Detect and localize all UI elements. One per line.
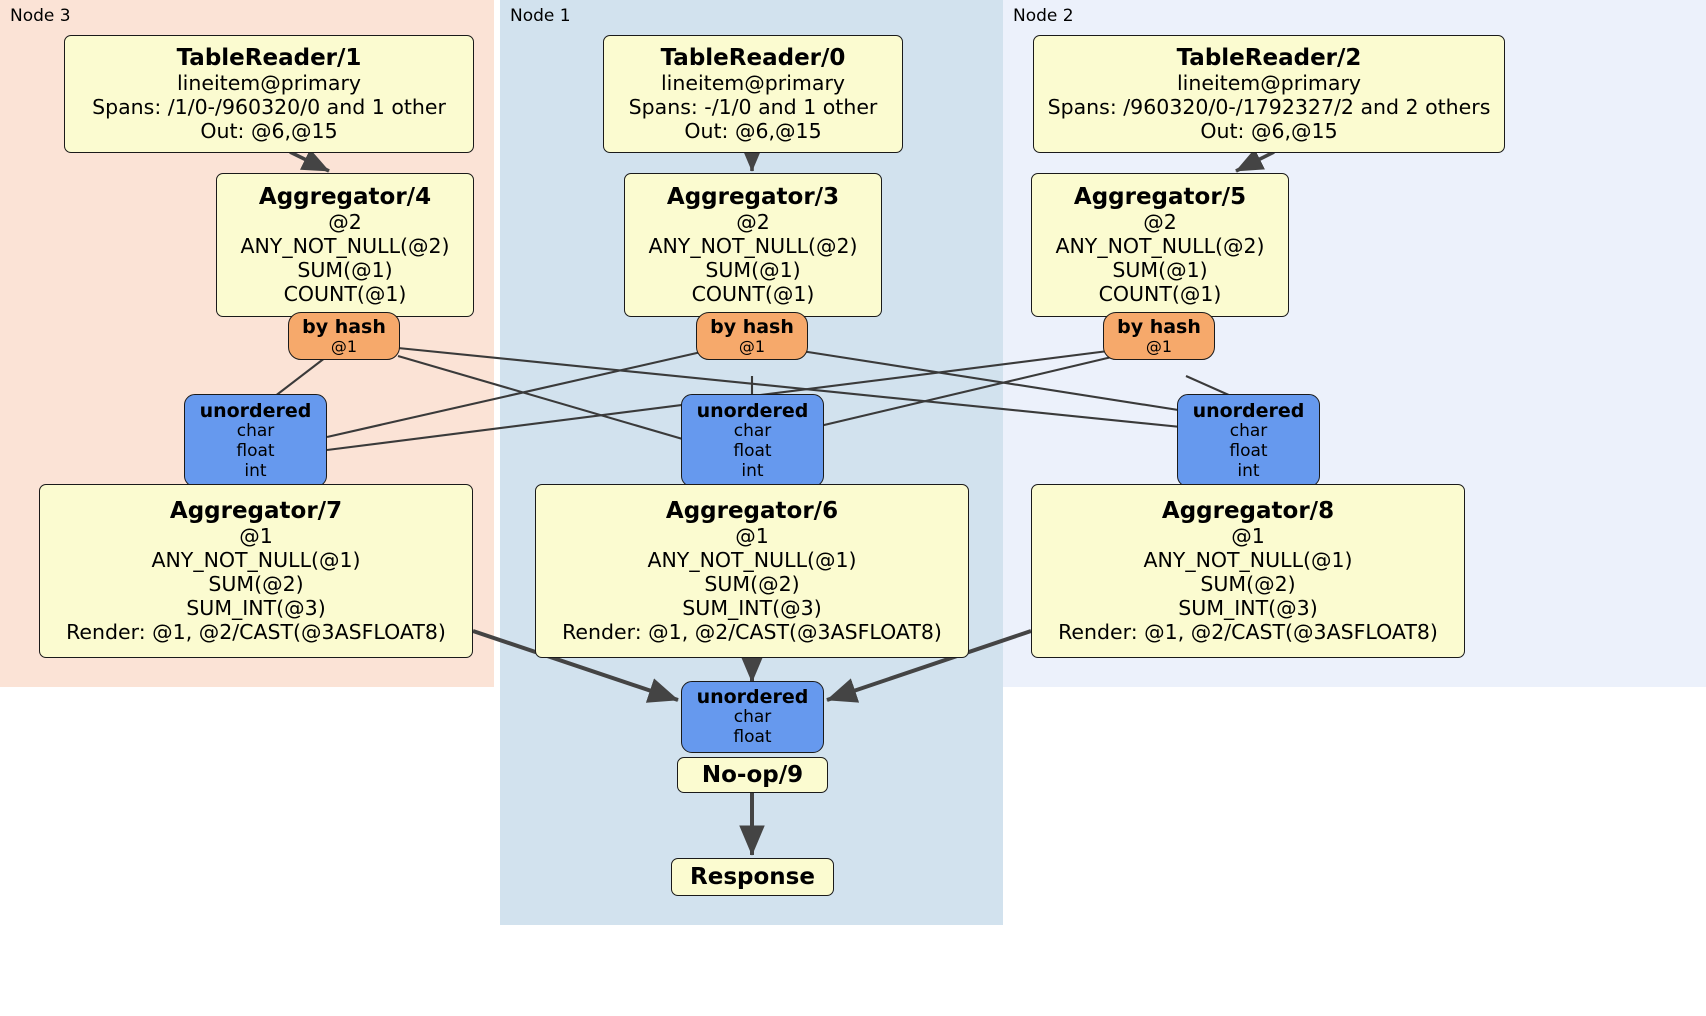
panel-node-3-label: Node 3 — [10, 6, 71, 26]
node-title: by hash — [710, 315, 794, 338]
sync-unordered-node-2[interactable]: unordered char float int — [1177, 394, 1320, 487]
processor-tablereader-2[interactable]: TableReader/2 lineitem@primary Spans: /9… — [1033, 35, 1505, 153]
node-line: char — [733, 420, 772, 441]
node-line: ANY_NOT_NULL(@1) — [647, 548, 857, 573]
node-title: TableReader/2 — [1176, 44, 1362, 71]
node-line: ANY_NOT_NULL(@2) — [1055, 234, 1265, 259]
node-line: ANY_NOT_NULL(@1) — [151, 548, 361, 573]
node-title: TableReader/1 — [176, 44, 362, 71]
node-line: @1 — [1145, 336, 1173, 356]
processor-tablereader-1[interactable]: TableReader/1 lineitem@primary Spans: /1… — [64, 35, 474, 153]
node-title: Aggregator/7 — [169, 497, 343, 524]
node-line: @1 — [330, 336, 358, 356]
node-title: by hash — [1117, 315, 1201, 338]
node-line: float — [733, 727, 772, 748]
node-line: Out: @6,@15 — [200, 119, 338, 144]
node-line: SUM(@2) — [208, 572, 304, 597]
processor-aggregator-8[interactable]: Aggregator/8 @1 ANY_NOT_NULL(@1) SUM(@2)… — [1031, 484, 1465, 658]
sync-unordered-node-1[interactable]: unordered char float int — [681, 394, 824, 487]
node-line: @2 — [328, 210, 362, 235]
node-line: SUM_INT(@3) — [1178, 596, 1318, 621]
node-line: int — [741, 460, 764, 481]
node-line: lineitem@primary — [1176, 71, 1362, 96]
processor-aggregator-5[interactable]: Aggregator/5 @2 ANY_NOT_NULL(@2) SUM(@1)… — [1031, 173, 1289, 317]
node-line: SUM_INT(@3) — [186, 596, 326, 621]
node-line: @1 — [239, 524, 273, 549]
node-line: Spans: -/1/0 and 1 other — [628, 95, 878, 120]
node-line: @2 — [1143, 210, 1177, 235]
node-line: @1 — [738, 336, 766, 356]
router-by-hash-node-1[interactable]: by hash @1 — [696, 312, 808, 360]
node-line: ANY_NOT_NULL(@2) — [648, 234, 858, 259]
processor-aggregator-3[interactable]: Aggregator/3 @2 ANY_NOT_NULL(@2) SUM(@1)… — [624, 173, 882, 317]
node-line: Out: @6,@15 — [1200, 119, 1338, 144]
processor-no-op-9[interactable]: No-op/9 — [677, 757, 828, 793]
node-title: TableReader/0 — [660, 44, 846, 71]
node-line: Render: @1, @2/CAST(@3ASFLOAT8) — [562, 620, 942, 645]
node-line: COUNT(@1) — [283, 282, 407, 307]
node-line: @1 — [735, 524, 769, 549]
node-line: lineitem@primary — [176, 71, 362, 96]
node-line: @2 — [736, 210, 770, 235]
node-line: ANY_NOT_NULL(@2) — [240, 234, 450, 259]
node-line: ANY_NOT_NULL(@1) — [1143, 548, 1353, 573]
node-title: No-op/9 — [701, 761, 804, 788]
processor-aggregator-7[interactable]: Aggregator/7 @1 ANY_NOT_NULL(@1) SUM(@2)… — [39, 484, 473, 658]
node-line: char — [733, 707, 772, 728]
node-title: unordered — [696, 686, 809, 709]
node-title: Aggregator/3 — [666, 183, 840, 210]
processor-aggregator-6[interactable]: Aggregator/6 @1 ANY_NOT_NULL(@1) SUM(@2)… — [535, 484, 969, 658]
node-line: Render: @1, @2/CAST(@3ASFLOAT8) — [66, 620, 446, 645]
processor-response[interactable]: Response — [671, 858, 834, 896]
node-title: unordered — [199, 399, 312, 422]
node-line: char — [1229, 420, 1268, 441]
node-line: Render: @1, @2/CAST(@3ASFLOAT8) — [1058, 620, 1438, 645]
node-line: float — [733, 440, 772, 461]
processor-tablereader-0[interactable]: TableReader/0 lineitem@primary Spans: -/… — [603, 35, 903, 153]
node-title: unordered — [696, 399, 809, 422]
node-line: SUM_INT(@3) — [682, 596, 822, 621]
node-line: SUM(@1) — [1112, 258, 1208, 283]
node-title: unordered — [1192, 399, 1305, 422]
node-line: COUNT(@1) — [691, 282, 815, 307]
node-line: SUM(@2) — [704, 572, 800, 597]
node-line: SUM(@2) — [1200, 572, 1296, 597]
sync-unordered-node-3[interactable]: unordered char float int — [184, 394, 327, 487]
node-line: int — [244, 460, 267, 481]
node-line: int — [1237, 460, 1260, 481]
node-title: Aggregator/5 — [1073, 183, 1247, 210]
processor-aggregator-4[interactable]: Aggregator/4 @2 ANY_NOT_NULL(@2) SUM(@1)… — [216, 173, 474, 317]
node-title: Aggregator/4 — [258, 183, 432, 210]
node-title: Aggregator/8 — [1161, 497, 1335, 524]
node-title: Response — [690, 863, 815, 890]
node-line: SUM(@1) — [705, 258, 801, 283]
node-line: Out: @6,@15 — [684, 119, 822, 144]
router-by-hash-node-3[interactable]: by hash @1 — [288, 312, 400, 360]
sync-unordered-final[interactable]: unordered char float — [681, 681, 824, 753]
node-title: Aggregator/6 — [665, 497, 839, 524]
node-title: by hash — [302, 315, 386, 338]
node-line: char — [236, 420, 275, 441]
node-line: float — [236, 440, 275, 461]
node-line: @1 — [1231, 524, 1265, 549]
node-line: float — [1229, 440, 1268, 461]
node-line: COUNT(@1) — [1098, 282, 1222, 307]
panel-node-2-label: Node 2 — [1013, 6, 1074, 26]
node-line: SUM(@1) — [297, 258, 393, 283]
router-by-hash-node-2[interactable]: by hash @1 — [1103, 312, 1215, 360]
node-line: Spans: /960320/0-/1792327/2 and 2 others — [1047, 95, 1491, 120]
node-line: Spans: /1/0-/960320/0 and 1 other — [92, 95, 446, 120]
node-line: lineitem@primary — [660, 71, 846, 96]
panel-node-1-label: Node 1 — [510, 6, 571, 26]
